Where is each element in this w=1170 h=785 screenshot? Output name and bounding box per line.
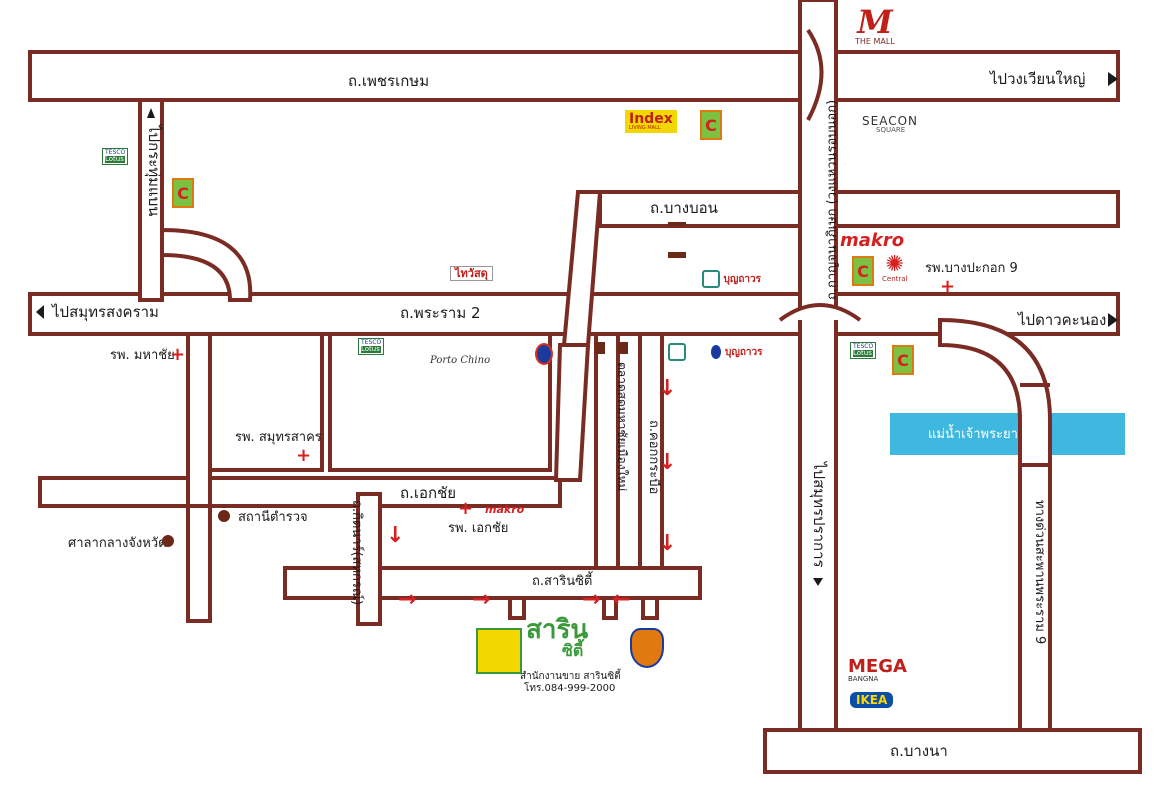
place-samut-sakhon-hospital: รพ. สมุทรสาคร — [235, 430, 322, 445]
seven-eleven-icon: C — [172, 178, 194, 208]
route-arrow-right: → — [582, 587, 601, 612]
road-kathonburi — [356, 492, 382, 626]
label-kanchanaphisek: ถ.กาญจนาภิเษก (วงแหวนรอบนอก) — [825, 99, 840, 300]
seven-eleven-icon: C — [700, 110, 722, 140]
direction-nongkhaem: ไปวงเวียนใหญ่ — [990, 70, 1086, 88]
seven-eleven-icon: C — [852, 256, 874, 286]
tesco-lotus-logo: TESCO Lotus — [102, 148, 129, 165]
label-bangbon: ถ.บางบอน — [650, 199, 718, 217]
route-arrow-right: → — [472, 587, 491, 612]
the-mall-logo: M THE MALL — [855, 3, 895, 46]
mega-bangna-logo: MEGA BANGNA — [848, 656, 907, 683]
hospital-icon: + — [296, 445, 312, 466]
direction-samut-prakan: ไปสมุทรปราการ — [810, 462, 828, 568]
road-ekkachai — [38, 476, 562, 508]
school-crest-icon — [630, 628, 664, 668]
ptt-logo — [535, 343, 553, 365]
direction-krathum: ไปกระทุ่มแบน — [145, 125, 163, 217]
place-river: แม่น้ำเจ้าพระยา — [928, 427, 1018, 442]
road-sarin — [283, 566, 702, 600]
route-arrow-right: → — [398, 587, 417, 612]
boonthavorn-icon — [668, 343, 686, 361]
sales-office: สำนักงานขาย สารินซิตี้ — [520, 671, 621, 682]
route-arrow-left: ← — [612, 587, 631, 612]
central-logo: ✺ Central — [882, 252, 908, 283]
porto-chino-logo: Porto Chino — [430, 355, 491, 366]
golf-logo — [476, 628, 522, 674]
road-phetkasem — [28, 50, 1120, 102]
river — [890, 413, 1125, 455]
ptt-icon — [711, 345, 722, 359]
place-bangpakok-hospital: รพ.บางปะกอก 9 — [925, 261, 1018, 276]
place-police: สถานีตำรวจ — [238, 510, 308, 525]
label-sarinsiti: ถ.สารินซิตี้ — [532, 574, 593, 589]
hospital-icon: + — [170, 344, 186, 365]
tesco-lotus-logo: TESCO Lotus — [358, 338, 385, 355]
label-bangna: ถ.บางนา — [890, 742, 948, 760]
road-krathum — [138, 98, 164, 302]
thaiwatsadu-logo: ไทวัสดุ — [450, 266, 493, 281]
place-market: ตลาดสดมหาชัยเมืองใหม่ — [615, 362, 629, 492]
ikea-logo: IKEA — [850, 692, 894, 708]
makro-logo-small: makro — [485, 503, 525, 516]
route-arrow-down: ↓ — [658, 376, 677, 401]
direction-samut-songkhram: ไปสมุทรสงคราม — [52, 303, 159, 321]
boonthavorn-logo: บุญถาวร — [702, 270, 761, 288]
boonthavorn-logo: บุญถาวร — [668, 343, 763, 361]
label-rama2: ถ.พระราม 2 — [400, 304, 481, 322]
seacon-logo: SEACON SQUARE — [862, 114, 918, 134]
place-ekkachai-hospital: รพ. เอกชัย — [448, 521, 509, 536]
makro-logo: makro — [840, 230, 905, 251]
route-arrow-down: ↓ — [658, 531, 677, 556]
sarin-city-logo: สาริน ซิตี้ — [526, 615, 589, 660]
hospital-icon: + — [940, 276, 956, 297]
road-kanchanaphisek — [798, 0, 838, 732]
road-rama9-expressway — [938, 317, 1052, 732]
tesco-lotus-logo: TESCO Lotus — [850, 342, 877, 359]
central-sun-icon: ✺ — [885, 252, 904, 277]
route-arrow-down: ↓ — [658, 450, 677, 475]
road-bangna — [763, 728, 1142, 774]
label-phetkasem: ถ.เพชรเกษม — [348, 72, 430, 90]
sales-phone: โทร.084-999-2000 — [524, 683, 616, 694]
boonthavorn-icon — [702, 270, 720, 288]
label-ekkachai: ถ.เอกชัย — [400, 484, 457, 502]
place-mahachai-hospital: รพ. มหาชัย — [110, 348, 175, 363]
route-arrow-down: ↓ — [386, 523, 405, 548]
direction-dao-khanong: ไปดาวคะนอง — [1018, 311, 1107, 329]
label-rama9: ทางด่วนสะพานพระราม 9 — [1032, 500, 1047, 645]
seven-eleven-icon: C — [892, 345, 914, 375]
index-logo: Index LIVING MALL — [625, 110, 677, 133]
road-kokkrabue — [638, 332, 664, 570]
place-provincial-hall: ศาลากลางจังหวัด — [68, 536, 167, 551]
hospital-icon: + — [458, 498, 474, 519]
police-icon — [218, 510, 230, 522]
label-kathonburi: ถ.กิตนาร์(สหกรณ์) — [349, 500, 364, 606]
government-icon — [162, 535, 174, 547]
